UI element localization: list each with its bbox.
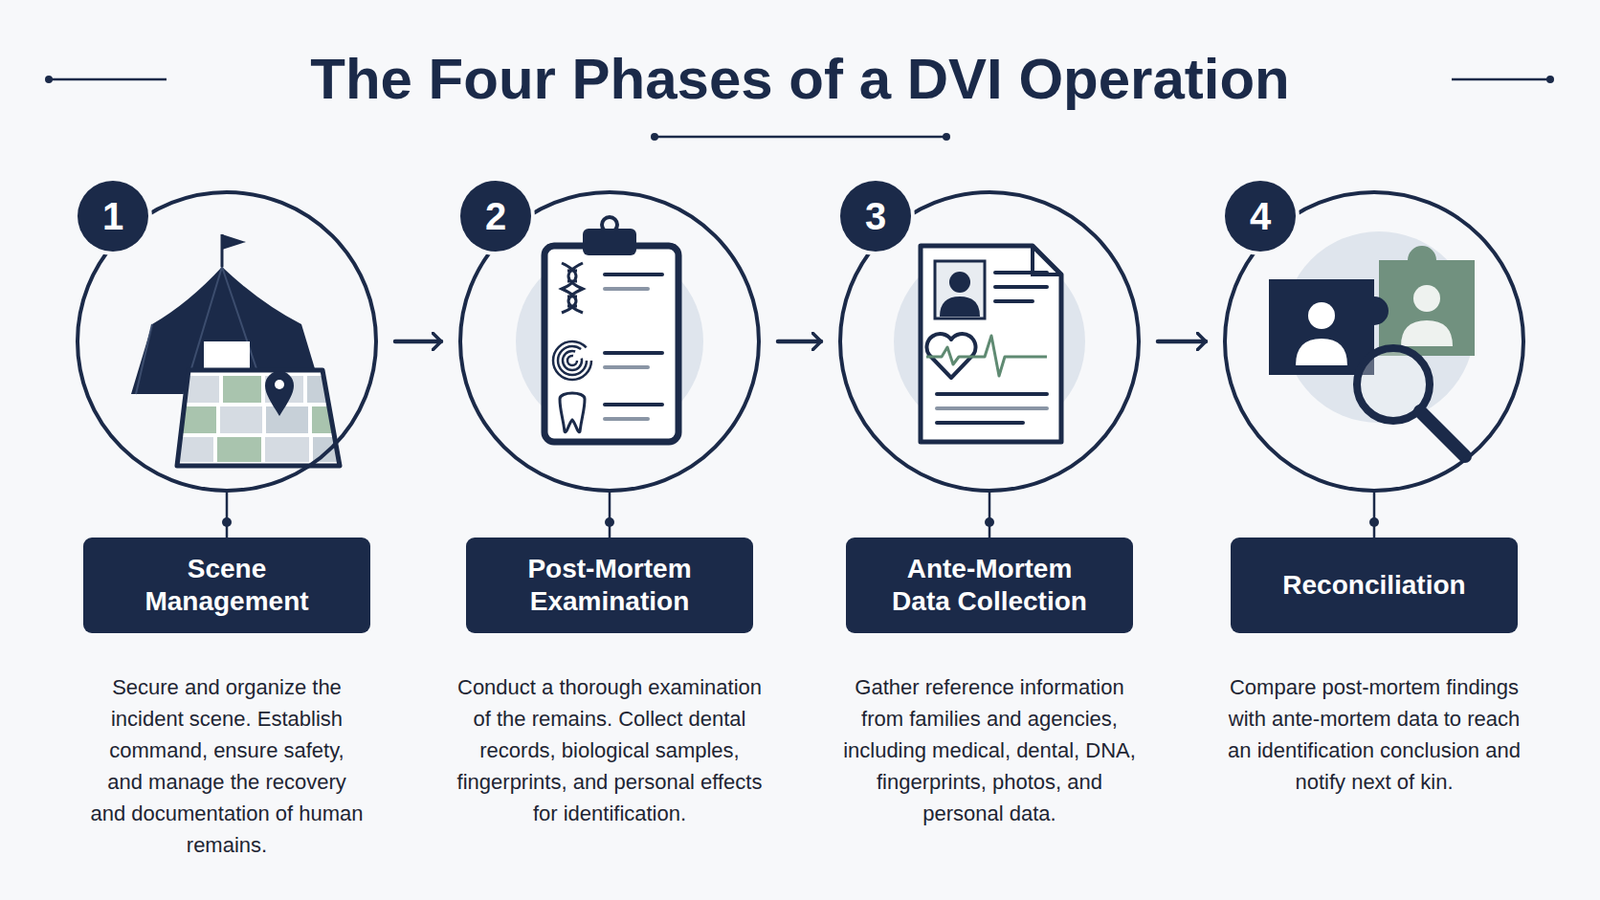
clipboard-icon-part-part [604,402,663,407]
record-icon-part [926,335,1047,377]
phase-label-box: Reconciliation [1230,537,1518,634]
phase-label-box: Scene Management [83,537,371,634]
phase-box: Post-Mortem ExaminationConduct a thoroug… [449,537,771,830]
tent-map-icon-part-part [266,406,309,434]
record-icon [893,245,1086,443]
puzzle-match-icon-part [1413,285,1441,312]
record-icon-part [939,296,980,317]
clipboard-icon-part [553,341,592,380]
record-icon-part [936,272,1047,423]
clipboard-icon-part-part [567,355,578,366]
title-decoration-part [650,133,659,141]
phase-description: Secure and organize the incident scene. … [90,671,364,862]
record-icon-part [949,271,971,293]
title-decoration-part [44,75,53,84]
tent-map-icon-part [274,379,285,390]
phase-box: Scene ManagementSecure and organize the … [83,537,371,862]
phase-circle: 1 [75,190,378,493]
step-number: 2 [460,180,532,252]
tent-map-icon-part [222,234,246,250]
title-decoration-part [48,78,167,82]
tent-map-icon-part-part [220,406,263,434]
phase-description: Gather reference information from famili… [836,671,1143,830]
phase-circle: 4 [1222,190,1526,493]
clipboard-icon-part-part [562,351,582,371]
phase-description: Conduct a thorough examination of the re… [449,671,771,830]
clipboard-icon-part [582,228,637,256]
record-icon-part [934,261,985,319]
clipboard-icon-part-part [604,272,663,277]
diagram-title: The Four Phases of a DVI Operation [0,38,1600,121]
phase-box: Ante-Mortem Data CollectionGather refere… [836,537,1143,830]
clipboard-icon-part-part [553,341,592,380]
phase-heading: Ante-Mortem Data Collection [878,553,1101,619]
flow-arrow [395,339,442,345]
step-number: 4 [1224,180,1296,252]
record-icon-part-part [995,270,1047,275]
connector-dot [984,517,995,528]
connector-dot [1369,517,1379,528]
record-icon-part-part [936,392,1047,397]
flow-arrow [777,339,822,345]
step-number: 1 [77,180,149,252]
record-icon-part-part [936,406,1047,411]
clipboard-icon-part-part [604,287,648,291]
phase-label-box: Ante-Mortem Data Collection [845,537,1134,634]
phase-heading: Post-Mortem Examination [498,553,721,619]
step-number: 3 [840,180,912,252]
leader-connector [988,492,992,538]
phase-heading: Scene Management [115,553,338,619]
puzzle-match-icon-part [1420,411,1466,457]
clipboard-icon-part-part [557,346,587,376]
record-icon-part-part [936,421,1023,425]
clipboard-icon-part-part [604,365,648,370]
title-decoration-part [1451,78,1551,82]
tent-map-icon-part-part [222,376,262,403]
clipboard-icon [515,217,704,443]
record-icon-part [1032,245,1062,275]
puzzle-match-icon-part [1308,302,1335,330]
clipboard-icon-part [561,263,583,313]
clipboard-icon-part-part [604,351,663,356]
flow-arrow [1157,339,1206,345]
tent-map-icon [131,234,357,467]
connector-dot [222,517,232,528]
title-decoration-part [654,135,947,139]
tent-map-icon-part [177,370,340,467]
tent-map-icon-part-part [265,437,310,463]
title-decoration-part [1546,75,1555,84]
clipboard-icon-part [544,245,679,443]
clipboard-icon-part [604,274,663,420]
puzzle-match-icon-part [1400,320,1453,347]
phase-description: Compare post-mortem findings with ante-m… [1219,671,1531,799]
title-decoration-part [942,133,951,141]
phase-heading: Reconciliation [1263,569,1486,602]
tent-map-icon-part-part [217,437,262,463]
phase-box: ReconciliationCompare post-mortem findin… [1219,537,1531,799]
phase-circle: 2 [458,190,761,493]
record-icon-part-part [995,299,1033,304]
record-icon-part [920,245,1062,443]
puzzle-match-icon [1268,231,1475,457]
connector-dot [604,517,615,528]
tent-map-icon-part [265,371,294,417]
leader-connector [1373,492,1377,538]
record-icon-part-part [995,285,1047,289]
clipboard-icon-part-part [604,417,648,422]
phase-label-box: Post-Mortem Examination [466,537,754,634]
puzzle-match-icon-part [1378,245,1475,356]
leader-connector [225,492,229,538]
phase-circle: 3 [838,190,1141,493]
leader-connector [608,492,612,538]
puzzle-match-icon-part [1295,338,1348,366]
clipboard-icon-part [559,393,585,433]
